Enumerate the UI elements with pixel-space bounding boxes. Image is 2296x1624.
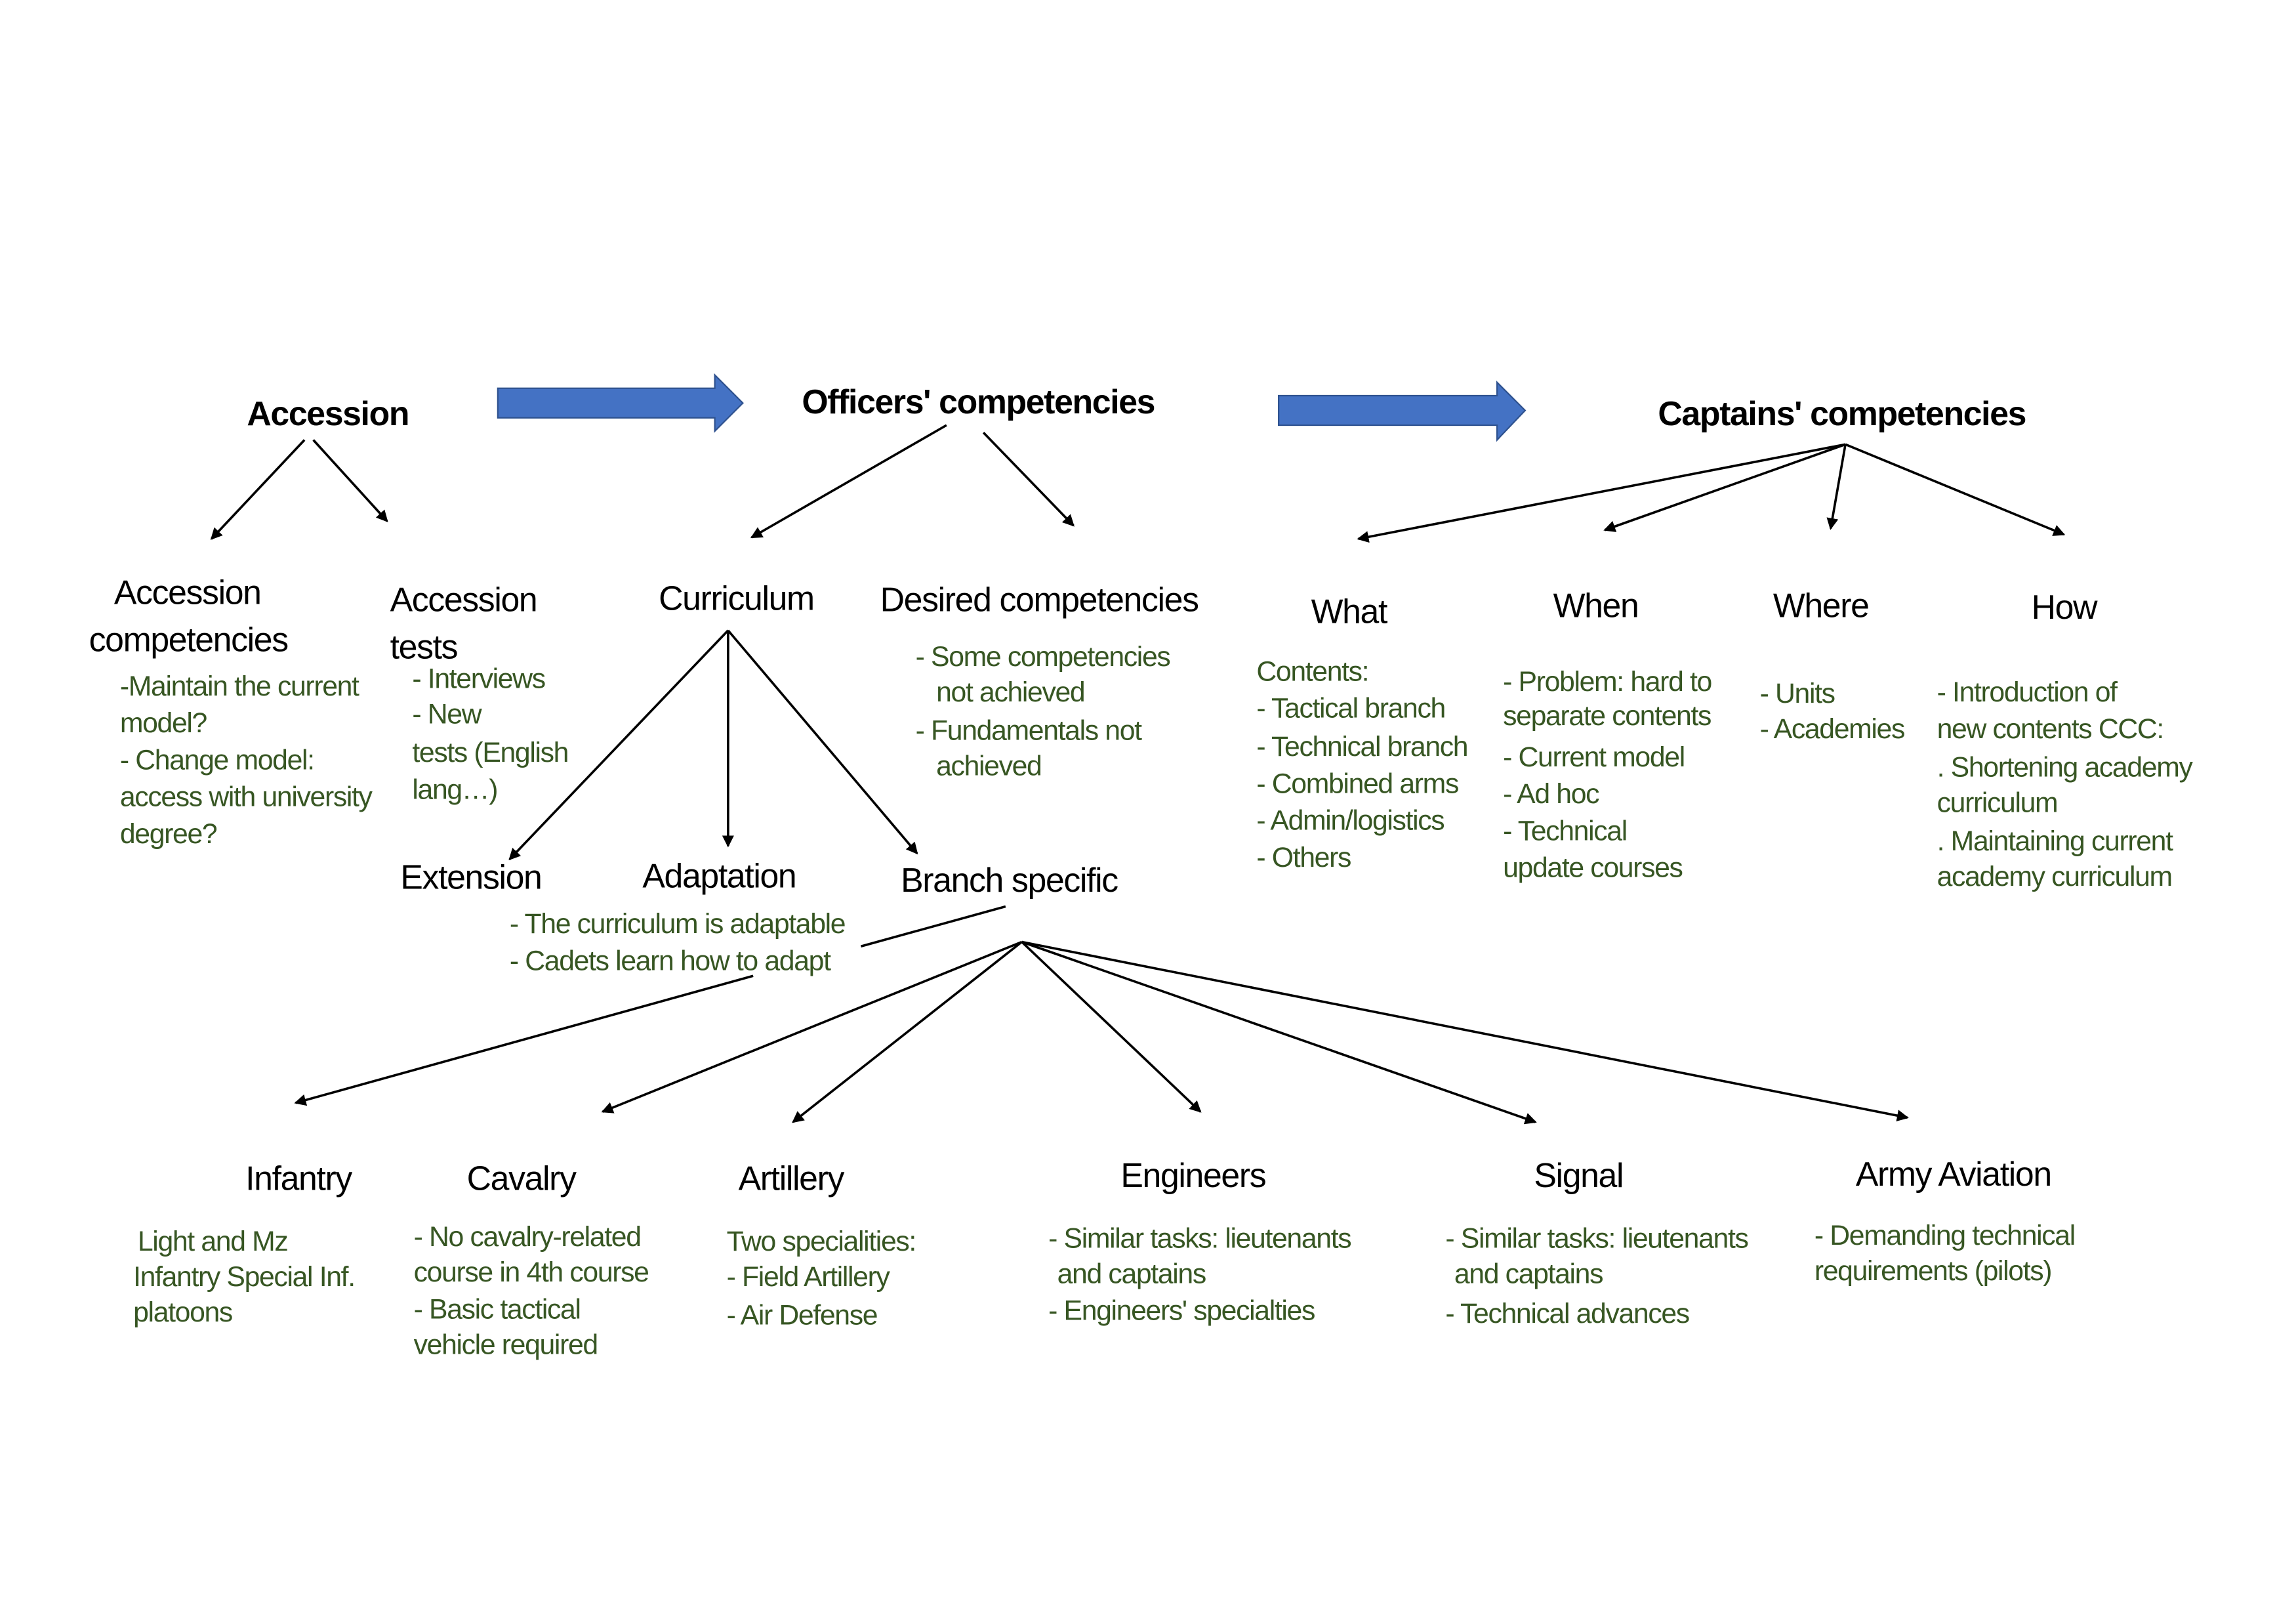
what-note: - Tactical branch [1256, 693, 1445, 724]
where-note: - Academies [1760, 713, 1904, 745]
captains-to-how-connector [1845, 443, 2066, 536]
how-note: - Introduction of [1937, 677, 2118, 708]
engineers-note: and captains [1057, 1258, 1206, 1289]
accession-tests-note: tests (English [412, 737, 568, 768]
node-accession-tests: Accession [390, 581, 537, 619]
node-desired-competencies: Desired competencies [880, 581, 1199, 619]
when-note: - Technical [1503, 815, 1627, 846]
desired-competencies-note: - Some competencies [916, 641, 1170, 673]
desired-competencies-note: not achieved [936, 677, 1084, 708]
node-infantry: Infantry [245, 1159, 352, 1197]
how-note: . Maintaining current [1937, 825, 2173, 857]
cavalry-note: course in 4th course [414, 1257, 649, 1288]
node-accession: Accession [247, 394, 409, 432]
node-how: How [2032, 588, 2098, 626]
engineers-note: - Similar tasks: lieutenants [1048, 1222, 1351, 1254]
infantry-note: Light and Mz [138, 1226, 288, 1257]
when-note: separate contents [1503, 700, 1711, 732]
accession-competencies-note: access with university [120, 781, 373, 813]
signal-note: - Similar tasks: lieutenants [1445, 1222, 1748, 1254]
army-aviation-note: - Demanding technical [1814, 1220, 2075, 1251]
army-aviation-note: requirements (pilots) [1814, 1255, 2051, 1287]
captains-to-when-connector [1603, 443, 1846, 532]
node-signal: Signal [1534, 1156, 1623, 1194]
what-note: - Admin/logistics [1256, 805, 1444, 837]
artillery-note: - Field Artillery [727, 1261, 891, 1293]
artillery-note: Two specialities: [727, 1226, 916, 1257]
curriculum-to-branch-connector [727, 629, 918, 855]
what-note: Contents: [1256, 656, 1368, 687]
node-accession-competencies: competencies [89, 620, 288, 658]
node-captains-competencies: Captains' competencies [1658, 394, 2026, 432]
accession-competencies-note: degree? [120, 818, 217, 850]
how-note: new contents CCC: [1937, 713, 2163, 745]
signal-note: and captains [1454, 1258, 1603, 1289]
infantry-note: platoons [133, 1297, 232, 1328]
what-note: - Others [1256, 842, 1351, 873]
node-cavalry: Cavalry [467, 1159, 577, 1197]
node-where: Where [1773, 587, 1869, 625]
accession-to-tests-connector [312, 439, 388, 522]
officers-to-curriculum-connector [750, 424, 947, 539]
accession-tests-note: - Interviews [412, 663, 544, 695]
node-accession-competencies: Accession [114, 573, 261, 611]
when-note: - Current model [1503, 741, 1685, 773]
branch-to-signal-connector [1021, 940, 1537, 1125]
artillery-note: - Air Defense [727, 1299, 878, 1331]
how-note: . Shortening academy [1937, 752, 2194, 783]
how-note: curriculum [1937, 787, 2058, 819]
adaptation-note: - Cadets learn how to adapt [510, 945, 831, 976]
accession-tests-note: - New [412, 699, 482, 730]
cavalry-note: - No cavalry-related [414, 1221, 641, 1253]
node-branch-specific: Branch specific [901, 861, 1118, 899]
captains-to-what-connector [1357, 443, 1846, 543]
how-note: academy curriculum [1937, 861, 2172, 892]
accession-tests-note: lang…) [412, 774, 497, 805]
branch-to-artillery-connector [792, 941, 1023, 1123]
accession-competencies-note: model? [120, 707, 207, 739]
captains-to-where-connector [1826, 444, 1847, 530]
node-what: What [1311, 593, 1387, 631]
when-note: - Problem: hard to [1503, 666, 1712, 697]
curriculum-to-extension-connector [508, 629, 729, 861]
engineers-note: - Engineers' specialties [1048, 1295, 1315, 1327]
accession-competencies-note: -Maintain the current [120, 671, 359, 702]
accession-competencies-note: - Change model: [120, 744, 314, 776]
node-engineers: Engineers [1120, 1156, 1265, 1194]
infantry-note: Infantry Special Inf. [133, 1261, 355, 1293]
desired-competencies-note: achieved [936, 750, 1041, 781]
what-note: - Technical branch [1256, 731, 1467, 762]
flow-arrow-officers-to-captains [1278, 381, 1527, 442]
node-officers-competencies: Officers' competencies [802, 383, 1155, 421]
cavalry-note: vehicle required [414, 1329, 598, 1360]
what-note: - Combined arms [1256, 768, 1458, 799]
desired-competencies-note: - Fundamentals not [916, 715, 1142, 746]
cavalry-note: - Basic tactical [414, 1293, 581, 1325]
node-army-aviation: Army Aviation [1856, 1155, 2051, 1193]
accession-to-competencies-connector [210, 439, 306, 540]
branch-to-aviation-connector [1021, 940, 1909, 1122]
node-when: When [1553, 587, 1639, 625]
branch-to-infantry-connector [860, 905, 1006, 947]
node-curriculum: Curriculum [659, 579, 814, 617]
branch-to-infantry-connector [294, 974, 754, 1106]
branch-to-engineers-connector [1021, 941, 1202, 1113]
node-adaptation: Adaptation [642, 856, 796, 894]
adaptation-note: - The curriculum is adaptable [510, 908, 845, 940]
when-note: - Ad hoc [1503, 778, 1599, 810]
node-extension: Extension [400, 858, 541, 896]
flow-arrow-accession-to-officers [497, 373, 744, 433]
when-note: update courses [1503, 852, 1682, 884]
node-artillery: Artillery [739, 1159, 845, 1197]
node-accession-tests: tests [390, 628, 458, 666]
branch-to-cavalry-connector [601, 940, 1023, 1114]
where-note: - Units [1760, 678, 1835, 709]
signal-note: - Technical advances [1445, 1298, 1689, 1329]
officers-to-desired-connector [982, 431, 1075, 527]
